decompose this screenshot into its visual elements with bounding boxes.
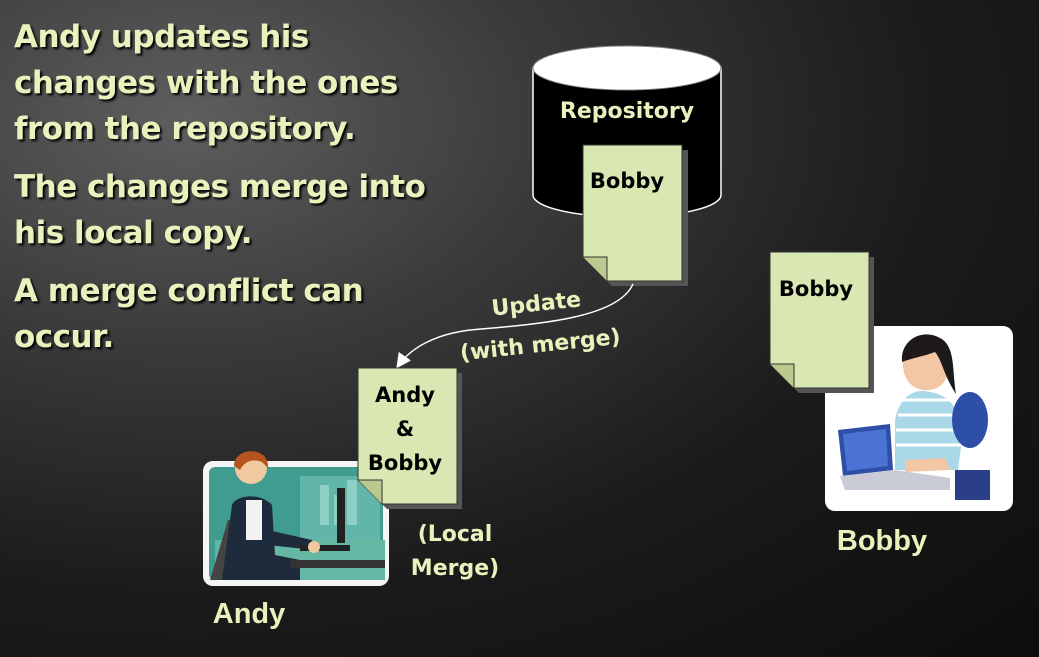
update-label: Update [490, 287, 582, 321]
local-merge-line-1: (Local [418, 522, 493, 547]
repository-doc-label: Bobby [590, 169, 664, 193]
local-merge-line-2: Merge) [411, 556, 499, 581]
andy-name: Andy [213, 598, 286, 630]
bobby-doc-label: Bobby [779, 277, 853, 301]
with-merge-label: (with merge) [459, 325, 622, 367]
update-arrow [396, 283, 634, 369]
andy-doc-line-1: Andy [375, 383, 435, 407]
repository-cylinder: Repository [532, 45, 722, 218]
bullet-2: The changes merge into his local copy. [14, 169, 426, 251]
andy-doc-line-3: Bobby [368, 451, 442, 475]
andy-local-document: Andy & Bobby [357, 367, 462, 509]
repository-document: Bobby [582, 144, 688, 286]
bullet-list: Andy updates his changes with the ones f… [14, 14, 434, 372]
local-merge-label: (Local Merge) [411, 522, 499, 581]
bobby-name: Bobby [837, 525, 927, 557]
bullet-1: Andy updates his changes with the ones f… [14, 19, 398, 147]
repository-label: Repository [560, 99, 694, 124]
andy-avatar [203, 451, 389, 586]
andy-doc-line-2: & [396, 417, 414, 441]
bullet-3: A merge conflict can occur. [14, 273, 364, 355]
update-arrow-label: Update (with merge) [459, 287, 622, 366]
bobby-local-document: Bobby [769, 251, 874, 393]
